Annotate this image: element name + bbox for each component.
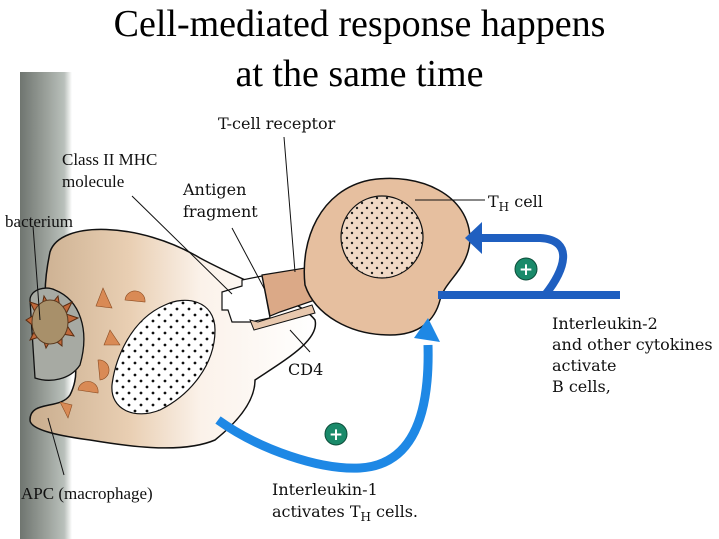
label-th-cell-sub: H [498, 200, 510, 214]
cd4-molecule [249, 304, 316, 331]
slide-title-line-2: at the same time [235, 53, 484, 95]
label-il1-line2-suffix: cells. [370, 502, 419, 521]
label-il1-line2: activates TH cells. [272, 502, 418, 527]
label-il2-line1: Interleukin-2 [552, 314, 658, 333]
label-th-cell: TH cell [488, 192, 543, 217]
label-il2-line4: B cells, [552, 377, 611, 396]
label-il1-line2-prefix: activates T [272, 502, 361, 521]
label-il1-line1: Interleukin-1 [272, 480, 378, 499]
il1-arrow [215, 318, 440, 473]
t-cell-receptor-shape [261, 267, 316, 317]
label-bacterium: bacterium [5, 212, 73, 231]
label-class-ii-mhc-line1: Class II MHC [62, 150, 158, 169]
plus-badge-il1 [324, 422, 348, 446]
leader-lines [32, 136, 485, 476]
label-antigen-line2: fragment [183, 202, 258, 221]
plus-symbol-il1: + [329, 425, 343, 445]
label-th-cell-suffix: cell [509, 192, 543, 211]
label-antigen-line1: Antigen [183, 180, 247, 199]
label-il2-line2: and other cytokines [552, 335, 713, 354]
plus-badge-il2 [514, 257, 538, 281]
label-t-cell-receptor: T-cell receptor [218, 114, 336, 133]
label-il1-line2-sub: H [360, 510, 371, 524]
class-ii-mhc-molecule [221, 275, 271, 323]
label-apc-macrophage: APC (macrophage) [21, 484, 153, 503]
label-il2-block: Interleukin-2 and other cytokines activa… [552, 314, 713, 410]
il2-feedback-arrow [438, 222, 620, 299]
slide-title-line-1: Cell-mediated response happens [113, 3, 606, 45]
label-cd4: CD4 [288, 360, 324, 379]
label-th-cell-prefix: T [488, 192, 499, 211]
label-class-ii-mhc-line2: molecule [62, 172, 125, 191]
plus-symbol-il2: + [519, 260, 533, 280]
label-il2-line3: activate [552, 356, 617, 375]
